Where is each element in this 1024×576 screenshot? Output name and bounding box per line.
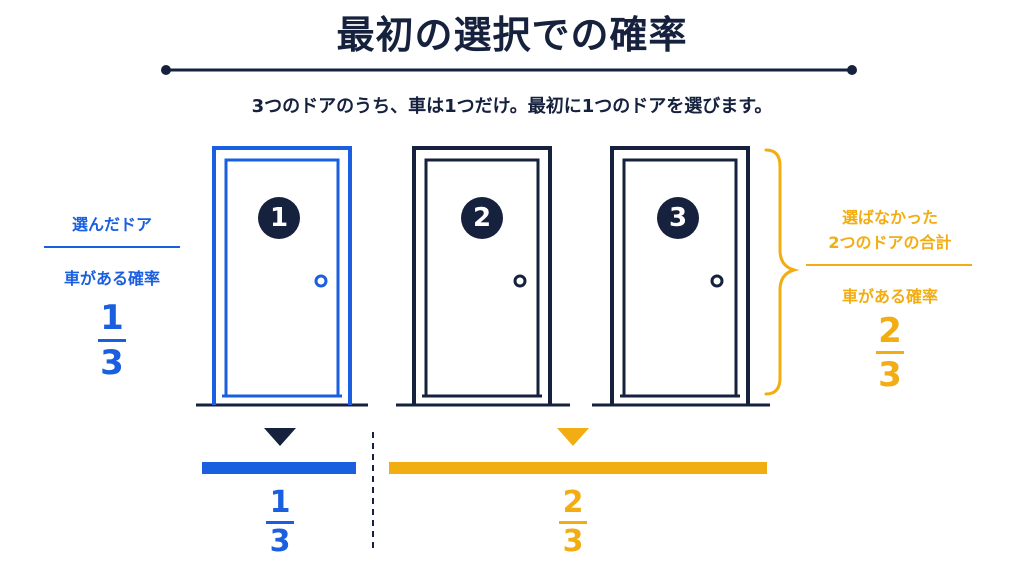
door-3-knob xyxy=(710,274,724,288)
left-fraction-bar xyxy=(98,339,126,342)
yellow-probability-bar xyxy=(389,462,767,474)
right-label-probability: 車がある確率 xyxy=(841,287,938,306)
left-fraction-denominator: 3 xyxy=(100,343,124,383)
door-2 xyxy=(412,146,552,405)
blue-pointer-triangle xyxy=(264,428,296,446)
bottom-left-numerator: 1 xyxy=(269,485,291,520)
left-label-selected-door: 選んだドア xyxy=(71,215,152,234)
door-3 xyxy=(610,146,750,405)
door-3-number-badge: 3 xyxy=(657,197,699,239)
page-title: 最初の選択での確率 xyxy=(336,13,688,57)
title-underline-dot-right xyxy=(847,65,857,75)
door-1-number-badge: 1 xyxy=(258,197,300,239)
bottom-left-fraction-bar xyxy=(266,521,294,524)
bottom-left-denominator: 3 xyxy=(269,524,291,559)
door-1 xyxy=(212,146,352,405)
door-2-number-badge: 2 xyxy=(461,197,503,239)
bottom-right-fraction-bar xyxy=(559,521,587,524)
right-fraction-denominator: 3 xyxy=(878,355,902,395)
curly-brace xyxy=(764,148,800,396)
subtitle: 3つのドアのうち、車は1つだけ。最初に1つのドアを選びます。 xyxy=(251,96,773,117)
right-label-two-doors-total: 2つのドアの合計 xyxy=(828,233,952,252)
yellow-pointer-triangle xyxy=(557,428,589,446)
bottom-right-denominator: 3 xyxy=(562,524,584,559)
right-label-not-selected: 選ばなかった xyxy=(841,208,938,227)
title-underline-dot-left xyxy=(161,65,171,75)
right-fraction-numerator: 2 xyxy=(878,311,902,351)
door-2-knob xyxy=(513,274,527,288)
door-1-knob xyxy=(314,274,328,288)
left-label-probability: 車がある確率 xyxy=(63,269,160,288)
blue-probability-bar xyxy=(202,462,356,474)
bottom-right-numerator: 2 xyxy=(562,485,584,520)
left-fraction-numerator: 1 xyxy=(100,298,124,338)
right-fraction-bar xyxy=(876,351,904,354)
